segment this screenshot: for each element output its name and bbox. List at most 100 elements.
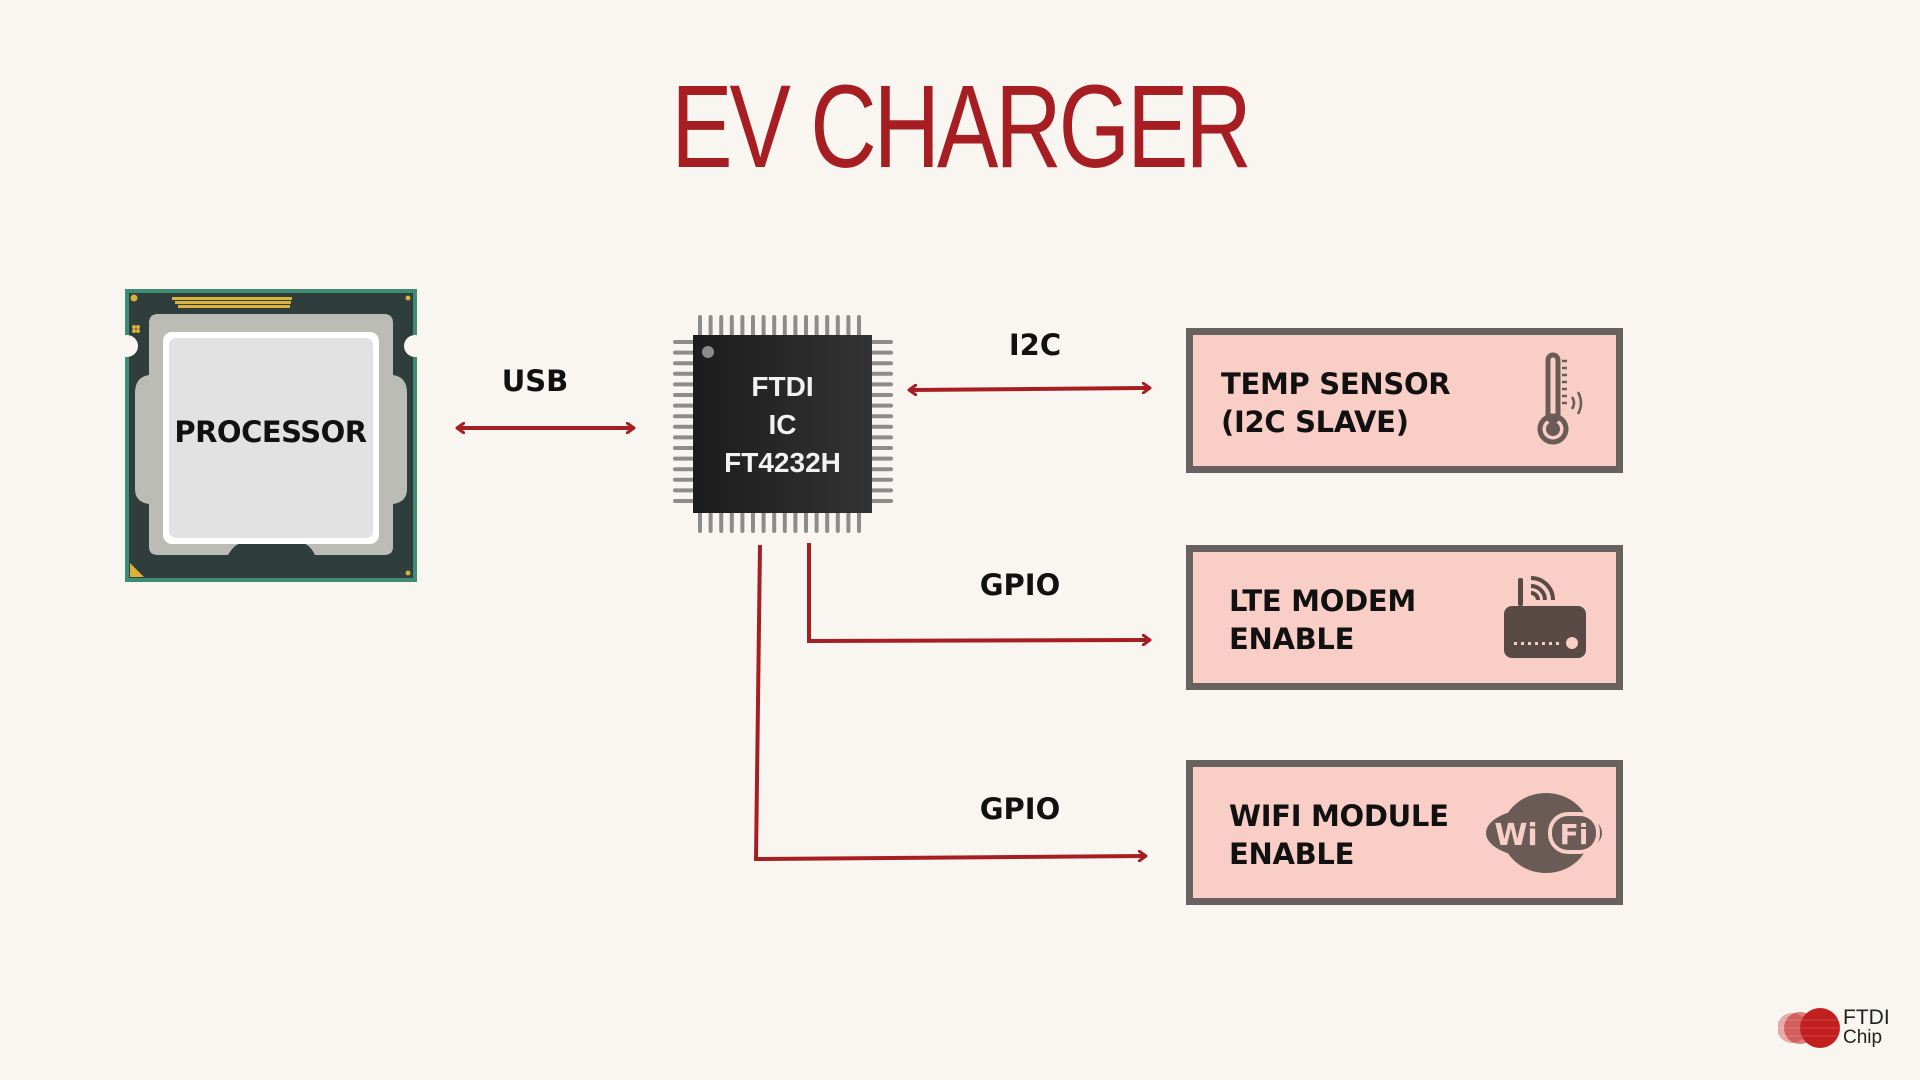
lte-modem-label: LTE MODEM ENABLE xyxy=(1229,582,1416,658)
chip-pin xyxy=(761,315,766,337)
chip-pin xyxy=(761,511,766,533)
chip-pin xyxy=(869,499,893,503)
ftdi-logo-icon xyxy=(1778,1008,1840,1048)
chip-pin xyxy=(673,424,695,429)
wifi-module-label: WIFI MODULE ENABLE xyxy=(1229,797,1449,873)
wifi-logo-wi: Wi xyxy=(1494,818,1537,853)
temp-sensor-label: TEMP SENSOR (I2C SLAVE) xyxy=(1221,365,1451,441)
chip-pin xyxy=(673,446,695,450)
chip-pin xyxy=(869,446,893,450)
chip-pin xyxy=(793,315,798,337)
chip-pin xyxy=(673,382,695,387)
chip-pin xyxy=(869,424,893,429)
chip-pin xyxy=(772,511,777,533)
wifi-logo-fi: Fi xyxy=(1560,818,1589,851)
wifi-module-line1: WIFI MODULE xyxy=(1229,799,1449,833)
ftdi-logo-line1: FTDI xyxy=(1843,1006,1890,1029)
chip-pin xyxy=(869,382,893,387)
chip-pin xyxy=(782,511,787,533)
chip-pin xyxy=(719,315,724,337)
chip-pin xyxy=(673,340,695,344)
chip-pin xyxy=(673,361,695,366)
chip-pin xyxy=(869,361,893,366)
chip-pin xyxy=(673,477,695,482)
chip-pin xyxy=(846,511,851,533)
chip-pin xyxy=(814,315,819,337)
lte-modem-box: LTE MODEM ENABLE xyxy=(1186,545,1623,690)
chip-pin xyxy=(673,414,695,419)
chip-pin xyxy=(751,315,755,337)
chip-pin xyxy=(835,315,840,337)
chip-pin xyxy=(740,315,745,337)
chip-pin xyxy=(804,511,808,533)
chip-label-line2: IC xyxy=(768,409,797,440)
thermometer-icon xyxy=(1537,352,1583,445)
chip-pin xyxy=(673,350,695,355)
chip-pin xyxy=(846,315,851,337)
ftdi-chip-icon xyxy=(673,315,893,533)
chip-pin xyxy=(729,315,734,337)
chip-pin xyxy=(673,371,695,376)
chip-pin xyxy=(869,435,893,440)
chip-pin xyxy=(673,403,695,408)
wifi-module-line2: ENABLE xyxy=(1229,837,1355,871)
router-icon xyxy=(1504,576,1586,658)
chip-pin xyxy=(740,511,745,533)
chip-pin xyxy=(804,315,808,337)
chip-pin xyxy=(825,315,830,337)
chip-pin xyxy=(857,315,861,337)
chip-pin xyxy=(814,511,819,533)
lte-modem-line1: LTE MODEM xyxy=(1229,584,1416,618)
chip-pin xyxy=(673,456,695,461)
chip-pin xyxy=(751,511,755,533)
chip-pin xyxy=(869,340,893,344)
temp-sensor-line1: TEMP SENSOR xyxy=(1221,367,1451,401)
wifi-logo-icon: Wi Fi xyxy=(1486,793,1602,873)
chip-pin xyxy=(673,499,695,503)
chip-pin xyxy=(869,456,893,461)
chip-pin xyxy=(869,371,893,376)
chip-pin xyxy=(673,467,695,472)
chip-label: FTDI IC FT4232H xyxy=(693,368,872,482)
chip-pin xyxy=(869,414,893,419)
chip-pin xyxy=(772,315,777,337)
gpio-wifi-label: GPIO xyxy=(979,792,1061,826)
chip-pin xyxy=(673,393,695,397)
temp-sensor-line2: (I2C SLAVE) xyxy=(1221,405,1409,439)
i2c-arrow xyxy=(909,388,1150,390)
chip-label-line3: FT4232H xyxy=(724,447,841,478)
usb-label: USB xyxy=(501,364,569,398)
lte-modem-line2: ENABLE xyxy=(1229,622,1355,656)
chip-pin xyxy=(698,315,702,337)
processor-icon xyxy=(125,289,417,582)
chip-pin xyxy=(793,511,798,533)
chip-pin xyxy=(708,511,713,533)
chip-pin xyxy=(835,511,840,533)
wifi-module-box: WIFI MODULE ENABLE Wi Fi xyxy=(1186,760,1623,905)
chip-label-line1: FTDI xyxy=(751,371,814,402)
chip-pin xyxy=(869,393,893,397)
gpio-lte-arrow xyxy=(807,543,1150,641)
chip-pin xyxy=(869,467,893,472)
chip-pin xyxy=(869,488,893,493)
gpio-wifi-arrow xyxy=(753,544,1146,859)
chip-pin xyxy=(782,315,787,337)
chip-pin xyxy=(869,403,893,408)
chip-pin xyxy=(825,511,830,533)
chip-pin xyxy=(673,435,695,440)
chip-pin xyxy=(729,511,734,533)
gpio-lte-label: GPIO xyxy=(979,568,1061,602)
chip-pin xyxy=(708,315,713,337)
ftdi-logo-text: FTDI Chip xyxy=(1843,1006,1890,1048)
temp-sensor-box: TEMP SENSOR (I2C SLAVE) xyxy=(1186,328,1623,473)
chip-pin xyxy=(869,350,893,355)
ftdi-logo-line2: Chip xyxy=(1843,1027,1883,1048)
chip-pin xyxy=(857,511,861,533)
chip-pin xyxy=(698,511,702,533)
i2c-label: I2C xyxy=(1008,328,1062,362)
chip-pin xyxy=(719,511,724,533)
chip-pin xyxy=(673,488,695,493)
diagram-title: EV CHARGER xyxy=(671,61,1252,193)
chip-pin xyxy=(869,477,893,482)
